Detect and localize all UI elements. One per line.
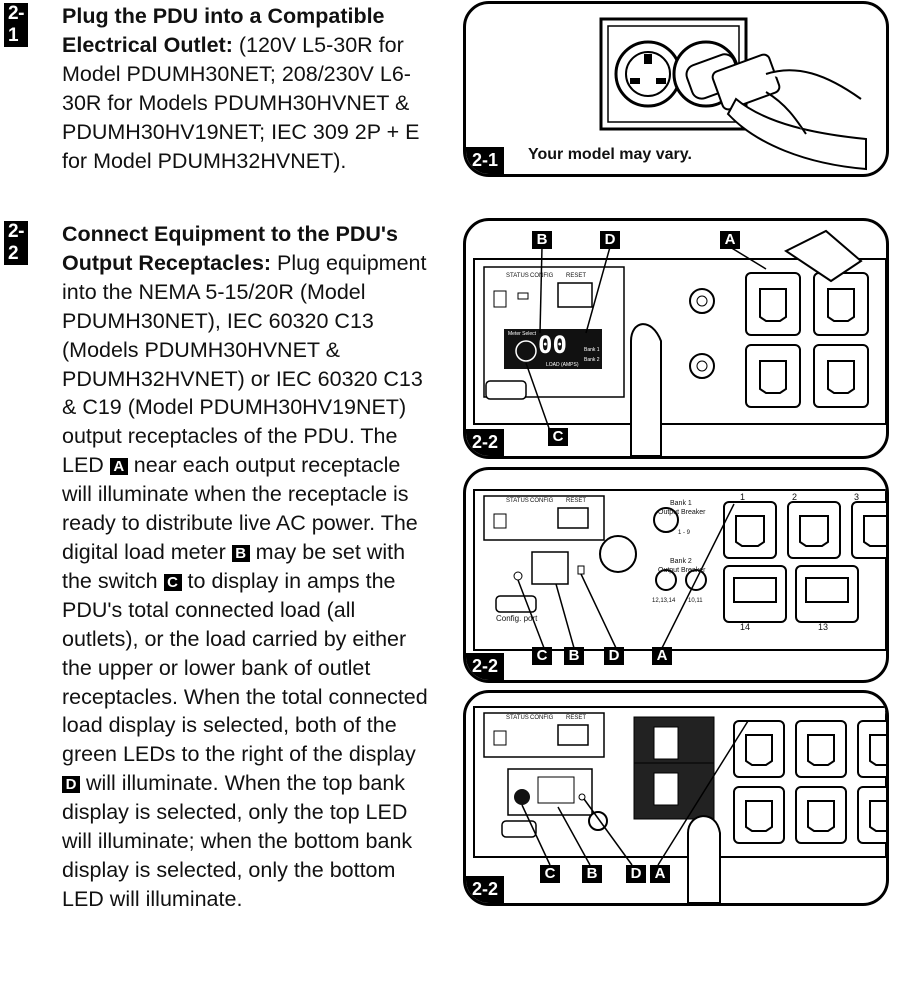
breaker2-label: Output Breaker	[658, 567, 706, 574]
caption: Your model may vary.	[528, 146, 692, 163]
label-b: B	[564, 647, 584, 665]
step-body-2: near each output receptacle will illumin…	[62, 453, 418, 564]
step-body-4: to display in amps the PDU's total conne…	[62, 568, 428, 767]
figure-2-2-c: STATUS CONFIG RESET C B D A 2-2	[463, 690, 889, 906]
outlet-number-2: 2	[792, 492, 798, 502]
label-a: A	[720, 231, 740, 249]
outlet-number-13: 13	[818, 622, 829, 632]
load-meter-value: 00	[538, 331, 567, 359]
meter-select-label: Meter Select	[508, 331, 537, 337]
outlet-illustration	[599, 17, 867, 171]
bank2-led-label: Bank 2	[584, 357, 600, 363]
reset-label: RESET	[566, 273, 587, 279]
label-a: A	[652, 647, 672, 665]
label-c: C	[532, 647, 552, 665]
breaker2-range-a: 12,13,14	[652, 598, 676, 604]
breaker1-range: 1 - 9	[678, 530, 691, 536]
reset-label: RESET	[566, 715, 587, 721]
step-body-3: may be set with the switch	[62, 539, 406, 593]
pdu-rear-illustration	[473, 706, 886, 903]
step-text: Connect Equipment to the PDU's Output Re…	[62, 220, 434, 914]
step-badge: 2-1	[4, 3, 28, 47]
breaker1-label: Output Breaker	[658, 509, 706, 516]
step-heading: Connect Equipment to the PDU's Output Re…	[62, 222, 398, 275]
pdu-rear-illustration	[473, 229, 886, 456]
step-heading: Plug the PDU into a Compatible Electrica…	[62, 4, 385, 57]
step-badge: 2-2	[4, 221, 28, 265]
label-b: B	[582, 865, 602, 883]
config-label: CONFIG	[530, 273, 554, 279]
status-label: STATUS	[506, 498, 529, 504]
bank2-label: Bank 2	[670, 558, 692, 565]
pdu-rear-illustration	[473, 489, 886, 651]
bank1-led-label: Bank 1	[584, 347, 600, 353]
figure-2-1: Your model may vary. 2-1	[463, 1, 889, 177]
outlet-number-3: 3	[854, 492, 860, 502]
load-amps-label: LOAD (AMPS)	[546, 362, 579, 368]
bank1-label: Bank 1	[670, 500, 692, 507]
figure-tag: 2-2	[466, 876, 505, 903]
step-body-5: will illuminate. When the top bank displ…	[62, 771, 413, 911]
figure-tag: 2-1	[466, 147, 505, 174]
label-d: D	[600, 231, 620, 249]
label-c: C	[548, 428, 568, 446]
config-port-label: Config. port	[496, 614, 538, 623]
step-text: Plug the PDU into a Compatible Electrica…	[62, 2, 434, 175]
config-label: CONFIG	[530, 715, 554, 721]
outlet-number-1: 1	[740, 492, 746, 502]
key-b: B	[231, 544, 250, 562]
key-d: D	[62, 776, 80, 794]
step-body: (120V L5-30R for Model PDUMH30NET; 208/2…	[62, 32, 420, 173]
figure-tag: 2-2	[466, 653, 505, 680]
figure-tag: 2-2	[466, 429, 505, 456]
status-label: STATUS	[506, 273, 529, 279]
status-label: STATUS	[506, 715, 529, 721]
config-label: CONFIG	[530, 498, 554, 504]
key-c: C	[163, 573, 182, 591]
reset-label: RESET	[566, 498, 587, 504]
key-a: A	[109, 458, 128, 476]
label-a: A	[650, 865, 670, 883]
breaker2-range-b: 10,11	[688, 598, 703, 604]
figure-2-2-b: STATUS CONFIG RESET Bank 1 Output Breake…	[463, 467, 889, 683]
label-c: C	[540, 865, 560, 883]
figure-2-2-a: STATUS CONFIG RESET 00 Meter Select Bank…	[463, 218, 889, 459]
label-d: D	[604, 647, 624, 665]
label-b: B	[532, 231, 552, 249]
outlet-number-14: 14	[740, 622, 751, 632]
step-body-1: Plug equipment into the NEMA 5-15/20R (M…	[62, 250, 427, 478]
label-d: D	[626, 865, 646, 883]
